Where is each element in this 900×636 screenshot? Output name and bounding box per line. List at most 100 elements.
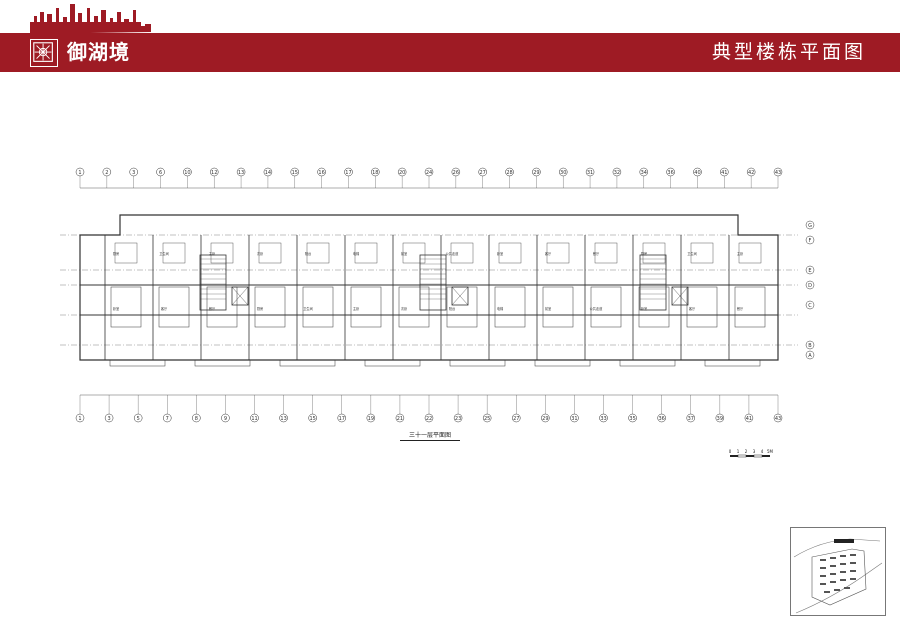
room-outline	[590, 286, 622, 328]
scale-tick-label: 0	[729, 449, 732, 454]
balcony-outline	[619, 359, 676, 367]
room-outline	[302, 286, 334, 328]
axis-label-row: D	[808, 283, 812, 289]
room-outline	[734, 286, 766, 328]
axis-label-bottom: 21	[397, 416, 403, 422]
axis-label-top: 29	[533, 170, 539, 176]
axis-label-bottom: 43	[775, 416, 781, 422]
elevator-cross	[231, 286, 249, 306]
elevator-cross	[671, 286, 689, 306]
axis-label-row: A	[808, 353, 812, 359]
room-outline	[498, 242, 522, 264]
stair-core	[639, 254, 667, 311]
room-outline	[450, 242, 474, 264]
room-label: 前室	[401, 251, 407, 256]
room-label: 公共走道	[590, 306, 604, 311]
axis-label-top: 1	[78, 170, 81, 176]
axis-bubble-row	[805, 265, 815, 275]
axis-label-bottom: 31	[571, 416, 577, 422]
room-label: 卧室	[497, 251, 503, 256]
room-label: 餐厅	[593, 251, 600, 256]
axis-bubble-row	[805, 350, 815, 360]
scale-tick-label: 1	[737, 449, 740, 454]
elevator-shaft	[671, 286, 689, 306]
room-label: 阳台	[305, 251, 311, 256]
axis-label-top: 17	[345, 170, 351, 176]
axis-label-top: 31	[587, 170, 593, 176]
room-label: 卫生间	[687, 251, 697, 256]
room-label: 阳台	[449, 306, 455, 311]
room-outline	[738, 242, 762, 264]
axis-bubble-row	[805, 300, 815, 310]
axis-label-bottom: 36	[658, 416, 664, 422]
scale-tick-label: 3	[753, 449, 756, 454]
room-outline	[690, 242, 714, 264]
room-label: 客厅	[689, 306, 696, 311]
axis-label-bottom: 9	[224, 416, 227, 422]
room-outline	[594, 242, 618, 264]
room-label: 餐厅	[737, 306, 744, 311]
axis-label-bottom: 23	[455, 416, 461, 422]
axis-label-bottom: 33	[600, 416, 606, 422]
room-label: 公共走道	[446, 251, 460, 256]
room-outline	[158, 286, 190, 328]
axis-label-top: 13	[238, 170, 244, 176]
axis-label-bottom: 1	[78, 416, 81, 422]
axis-label-bottom: 39	[717, 416, 723, 422]
axis-label-bottom: 11	[251, 416, 257, 422]
room-outline	[354, 242, 378, 264]
room-outline	[542, 286, 574, 328]
brand-logo	[30, 39, 58, 67]
axis-label-top: 2	[105, 170, 108, 176]
room-label: 卧室	[113, 306, 119, 311]
room-label: 主卧	[737, 251, 744, 256]
axis-label-bottom: 19	[368, 416, 374, 422]
axis-label-top: 36	[667, 170, 673, 176]
axis-label-row: F	[809, 238, 812, 244]
axis-bubble-row	[805, 220, 815, 230]
axis-label-bottom: 7	[166, 416, 169, 422]
room-label: 卧室	[641, 306, 647, 311]
room-label: 次卧	[257, 251, 264, 256]
sheet-title: 典型楼栋平面图	[711, 41, 866, 63]
axis-label-top: 28	[506, 170, 512, 176]
room-outline	[254, 286, 286, 328]
room-outline	[110, 286, 142, 328]
axis-label-top: 15	[292, 170, 298, 176]
axis-label-top: 3	[132, 170, 135, 176]
balcony-outline	[704, 359, 761, 367]
key-site-plan	[790, 527, 886, 616]
room-outline	[162, 242, 186, 264]
axis-label-bottom: 8	[195, 416, 198, 422]
axis-label-row: G	[808, 223, 812, 229]
room-outline	[638, 286, 670, 328]
plan-caption: 三十一层平面图	[400, 432, 460, 441]
room-outline	[494, 286, 526, 328]
room-outline	[206, 286, 238, 328]
axis-label-top: 34	[641, 170, 647, 176]
room-label: 卫生间	[303, 306, 313, 311]
room-label: 厨房	[257, 306, 263, 311]
scale-tick-label: 5M	[767, 449, 774, 454]
axis-bubble-row	[805, 280, 815, 290]
room-outline	[398, 286, 430, 328]
room-outline	[258, 242, 282, 264]
axis-bubble-row	[805, 235, 815, 245]
axis-label-bottom: 15	[309, 416, 315, 422]
scale-tick-label: 4	[761, 449, 764, 454]
axis-label-top: 20	[399, 170, 405, 176]
room-label: 主卧	[209, 251, 216, 256]
axis-label-top: 43	[775, 170, 781, 176]
axis-label-bottom: 27	[513, 416, 519, 422]
balcony-outline	[279, 359, 336, 367]
axis-label-row: E	[808, 268, 811, 274]
axis-label-bottom: 25	[484, 416, 490, 422]
axis-label-row: B	[808, 343, 812, 349]
room-label: 厨房	[641, 251, 647, 256]
elevator-shaft	[231, 286, 249, 306]
room-outline	[686, 286, 718, 328]
brand-name: 御湖境	[67, 40, 130, 64]
room-outline	[114, 242, 138, 264]
room-outline	[402, 242, 426, 264]
room-outline	[210, 242, 234, 264]
